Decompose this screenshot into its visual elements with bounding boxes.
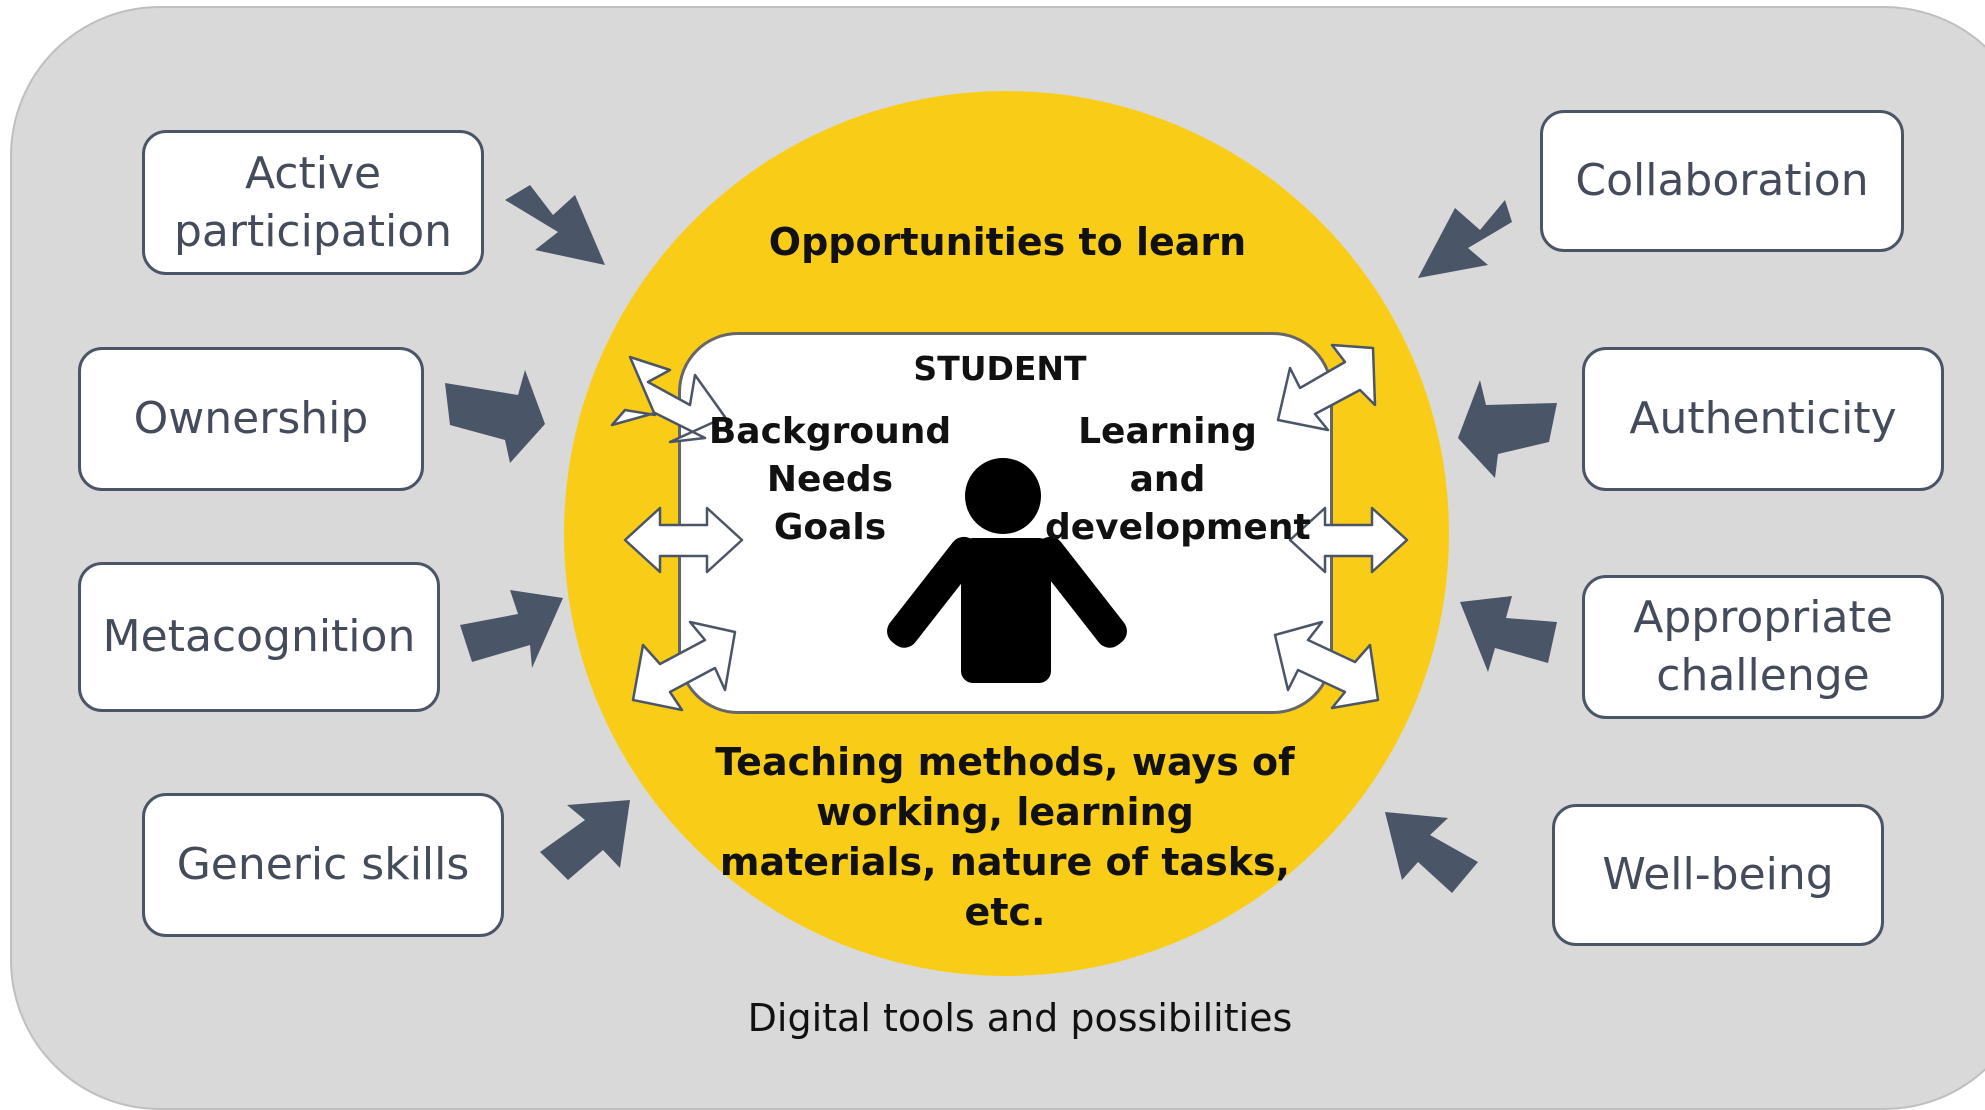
double-arrow-mid-left — [623, 506, 744, 574]
arrow-from-appropriate-challenge — [1460, 596, 1557, 672]
teaching-line: etc. — [964, 890, 1046, 934]
box-appropriate-challenge: Appropriate challenge — [1582, 575, 1944, 719]
development-line: and — [1129, 459, 1206, 500]
opportunities-title: Opportunities to learn — [768, 220, 1247, 264]
arrow-from-collaboration — [1418, 200, 1512, 278]
double-arrow-bottom-left — [631, 620, 737, 712]
arrow-from-active-participation — [505, 185, 605, 265]
box-line: Active — [244, 147, 382, 199]
student-person-icon — [887, 458, 1127, 683]
teaching-line: working, learning — [816, 790, 1194, 834]
box-line: challenge — [1656, 650, 1870, 701]
development-line: development — [1045, 507, 1311, 548]
teaching-line: materials, nature of tasks, — [719, 840, 1291, 884]
box-collaboration: Collaboration — [1540, 110, 1904, 252]
arrow-from-authenticity — [1458, 380, 1557, 478]
footer-caption: Digital tools and possibilities — [747, 996, 1293, 1040]
student-label: STUDENT — [913, 349, 1087, 388]
double-arrow-bottom-right — [1273, 620, 1380, 710]
box-active-participation: Active participation — [142, 130, 484, 275]
box-authenticity: Authenticity — [1582, 347, 1944, 491]
student-development-text: Learning and development — [1045, 408, 1311, 552]
teaching-methods-text: Teaching methods, ways of working, learn… — [700, 737, 1310, 937]
arrow-from-ownership — [445, 370, 545, 463]
student-needs-text: Background Needs Goals — [700, 408, 960, 552]
box-line: Authenticity — [1629, 393, 1897, 444]
box-line: Generic skills — [176, 839, 470, 890]
arrows-layer — [445, 185, 1557, 893]
development-line: Learning — [1078, 411, 1257, 452]
double-arrow-top-right — [1276, 343, 1377, 432]
needs-line: Goals — [773, 507, 887, 548]
box-generic-skills: Generic skills — [142, 793, 504, 937]
box-ownership: Ownership — [78, 347, 424, 491]
double-arrow-mid-right — [1288, 506, 1409, 574]
box-line: Well-being — [1602, 849, 1834, 900]
teaching-line: Teaching methods, ways of — [715, 740, 1295, 784]
box-line: Ownership — [133, 393, 369, 444]
double-arrow-top-left — [610, 355, 727, 444]
box-line: Metacognition — [102, 611, 416, 662]
arrow-from-metacognition — [460, 590, 563, 668]
needs-line: Background — [708, 411, 952, 452]
box-line: Collaboration — [1575, 155, 1869, 206]
box-line: Appropriate — [1633, 592, 1893, 643]
box-metacognition: Metacognition — [78, 562, 440, 712]
arrow-from-well-being — [1385, 812, 1478, 893]
box-well-being: Well-being — [1552, 804, 1884, 946]
needs-line: Needs — [766, 459, 894, 500]
box-line: participation — [173, 205, 453, 257]
arrow-from-generic-skills — [540, 800, 630, 880]
diagram: Active participation Ownership Metacogni… — [10, 6, 1985, 1110]
